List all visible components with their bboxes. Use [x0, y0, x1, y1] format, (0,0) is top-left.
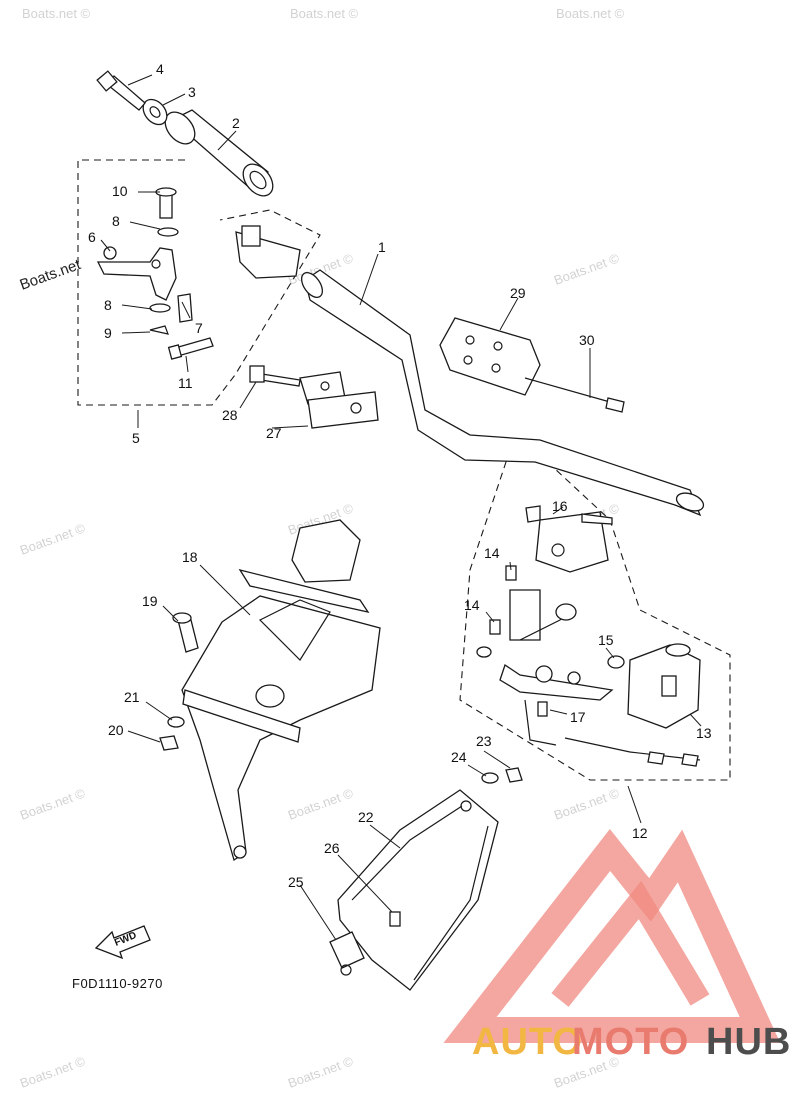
part-label: 6: [88, 229, 96, 245]
diagram-reference-code: F0D1110-9270: [72, 976, 163, 991]
watermark: Boats.net ©: [290, 6, 359, 21]
brand-moto: MOTO: [572, 1021, 689, 1063]
handlebar: [300, 269, 705, 517]
part-label: 17: [570, 709, 586, 725]
steering-column: [181, 519, 381, 862]
brand-auto: AUTO: [472, 1021, 583, 1063]
watermark: Boats.net ©: [286, 785, 356, 823]
end-bolt: [96, 70, 146, 111]
part-label: 25: [288, 874, 304, 890]
part-label: 23: [476, 733, 492, 749]
watermark: Boats.net ©: [552, 250, 622, 288]
buzzer-unit: [627, 643, 701, 729]
column-bolt: [172, 612, 199, 653]
switch-housing: [525, 505, 613, 573]
part-label: 14: [464, 597, 480, 613]
end-washer: [142, 98, 168, 126]
part-label: 28: [222, 407, 238, 423]
part-label: 2: [232, 115, 240, 131]
part-label: 21: [124, 689, 140, 705]
part-label: 20: [108, 722, 124, 738]
part-label: 10: [112, 183, 128, 199]
watermark: Boats.net ©: [18, 520, 88, 558]
pad-strap: [524, 377, 625, 413]
part-label: 14: [484, 545, 500, 561]
part-label: 18: [182, 549, 198, 565]
watermark: Boats.net ©: [552, 785, 622, 823]
clamp-bolt: [249, 365, 301, 387]
fwd-arrow-icon: FWD: [94, 925, 151, 960]
tray-clip: [329, 931, 365, 976]
handlebar-clamps: [299, 371, 379, 429]
watermark: Boats.net ©: [18, 785, 88, 823]
automotohub-logo: AUTO MOTO HUB: [443, 829, 791, 1063]
part-label: 22: [358, 809, 374, 825]
part-label: 3: [188, 84, 196, 100]
part-label: 19: [142, 593, 158, 609]
part-label: 15: [598, 632, 614, 648]
part-label: 8: [104, 297, 112, 313]
watermark: Boats.net ©: [18, 1053, 88, 1091]
group-outline-5: [77, 159, 321, 406]
tray-fastener: [389, 911, 401, 927]
throttle-lever-assembly: [96, 187, 301, 360]
part-labels: 1 2 3 4 5 6 7 8 8 9 10 11 12 13 14 14 15…: [88, 61, 712, 890]
group-outline-12: [459, 449, 731, 781]
watermark: Boats.net ©: [22, 6, 91, 21]
grommet: [607, 655, 625, 669]
leader-lines: [100, 74, 702, 941]
part-label: 29: [510, 285, 526, 301]
part-label: 7: [195, 320, 203, 336]
part-label: 26: [324, 840, 340, 856]
part-label: 11: [178, 375, 193, 391]
part-label: 12: [632, 825, 648, 841]
watermark-label: Boats.net: [18, 256, 84, 294]
part-label: 27: [266, 425, 282, 441]
part-label: 13: [696, 725, 712, 741]
column-nut: [159, 735, 179, 751]
tray-nut: [505, 767, 523, 783]
handlebar-pad: [439, 317, 541, 396]
watermark: Boats.net ©: [286, 1053, 356, 1091]
part-label: 16: [552, 498, 568, 514]
part-label: 1: [378, 239, 386, 255]
grip: [164, 109, 274, 197]
brand-hub: HUB: [706, 1021, 791, 1063]
part-label: 5: [132, 430, 140, 446]
start-switch-assembly: [499, 589, 701, 767]
watermark: Boats.net ©: [556, 6, 625, 21]
part-label: 4: [156, 61, 164, 77]
part-label: 9: [104, 325, 112, 341]
small-screw: [537, 701, 548, 717]
part-label: 24: [451, 749, 467, 765]
part-label: 30: [579, 332, 595, 348]
part-label: 8: [112, 213, 120, 229]
